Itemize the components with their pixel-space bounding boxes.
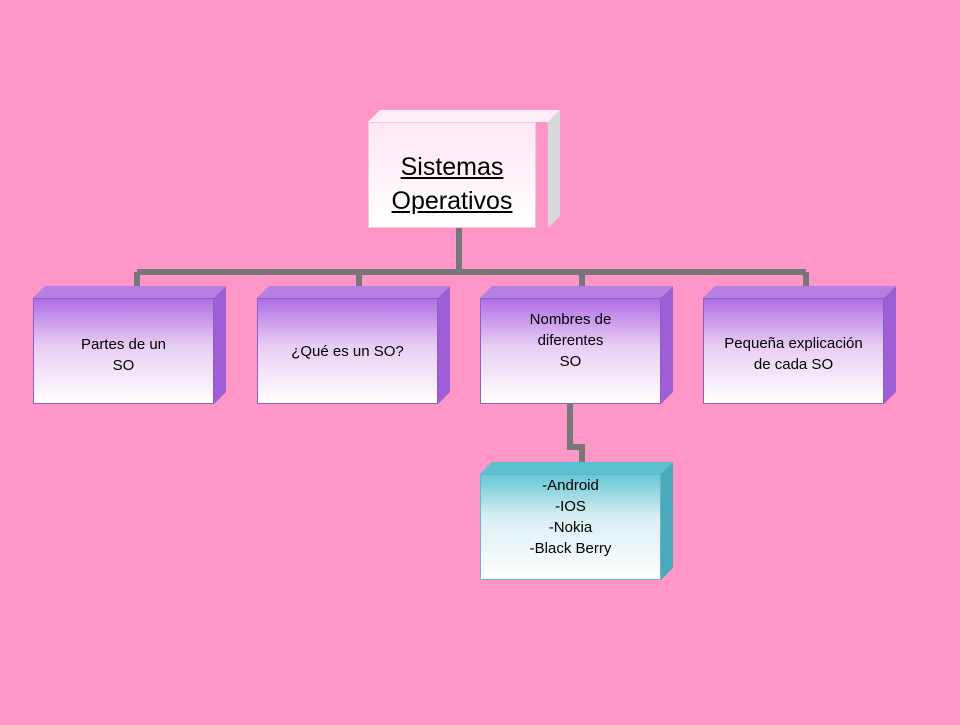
os-list-item: -IOS — [555, 498, 586, 515]
node-2-line1: ¿Qué es un SO? — [291, 342, 404, 360]
root-node-depth — [368, 110, 560, 228]
node-2-face: ¿Qué es un SO? — [257, 298, 438, 404]
node-3-line1: Nombres de — [529, 311, 612, 328]
node-que-es-un-so: ¿Qué es un SO? — [257, 286, 450, 404]
connector-node-3-to-child — [567, 404, 585, 462]
node-1-face: Partes de un SO — [33, 298, 214, 404]
os-list-item: -Nokia — [548, 519, 593, 536]
root-node: Sistemas Operativos — [368, 110, 560, 228]
root-title-line2: Operativos — [391, 187, 513, 215]
node-pequena-explicacion: Pequeña explicación de cada SO — [703, 286, 896, 404]
node-3-line2: diferentes — [537, 332, 604, 349]
node-3-1-face: -Android -IOS -Nokia -Black Berry — [480, 474, 661, 580]
node-4-line1: Pequeña explicación — [724, 335, 863, 352]
node-3-depth — [480, 286, 673, 404]
os-list-item: -Android — [542, 477, 599, 494]
node-1-line1: Partes de un — [80, 336, 167, 353]
root-node-face: Sistemas Operativos — [368, 122, 536, 228]
node-nombres-de-diferentes-so: Nombres de diferentes SO — [480, 286, 673, 404]
node-3-line3: SO — [559, 353, 582, 370]
node-os-list: -Android -IOS -Nokia -Black Berry — [480, 462, 673, 580]
node-3-face: Nombres de diferentes SO — [480, 298, 661, 404]
os-list-item: -Black Berry — [529, 540, 612, 557]
node-1-depth — [33, 286, 226, 404]
node-3-1-depth — [480, 462, 673, 580]
node-partes-de-un-so: Partes de un SO — [33, 286, 226, 404]
node-1-line2: SO — [112, 357, 135, 374]
node-4-line2: de cada SO — [753, 356, 834, 373]
root-title-line1: Sistemas — [400, 153, 504, 181]
node-4-depth — [703, 286, 896, 404]
node-2-depth — [257, 286, 450, 404]
node-4-face: Pequeña explicación de cada SO — [703, 298, 884, 404]
